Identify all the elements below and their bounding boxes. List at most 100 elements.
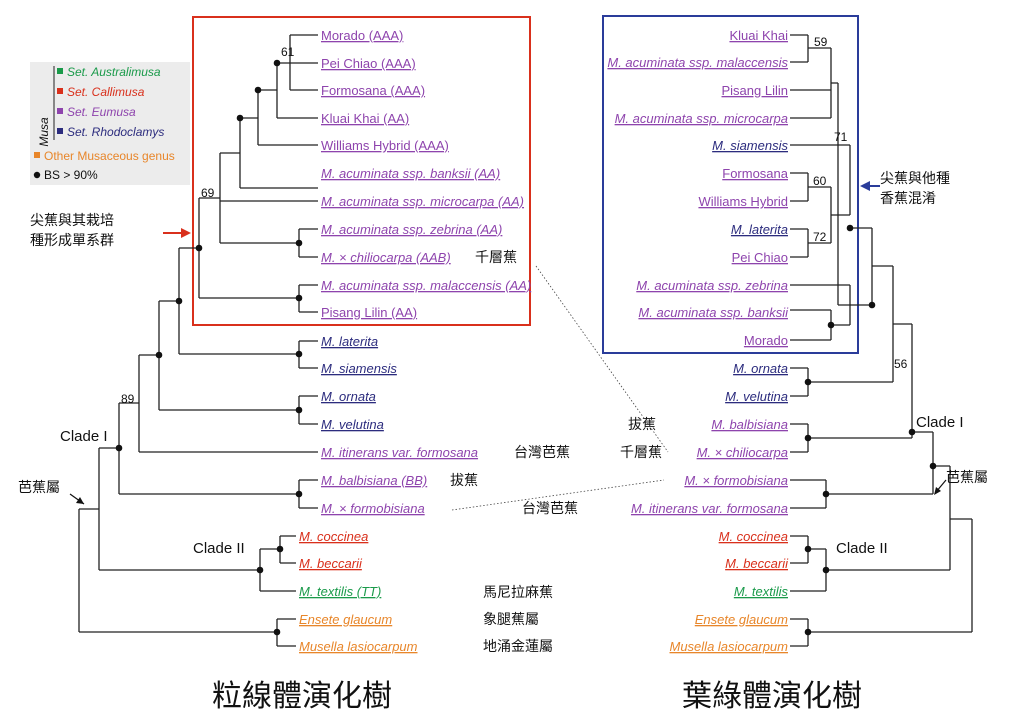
right-tree-title: 葉綠體演化樹 <box>682 679 862 714</box>
right-taxon: Pisang Lilin <box>722 83 789 98</box>
right-bs-59: 59 <box>814 35 828 49</box>
left-taxon: M. acuminata ssp. zebrina (AA) <box>321 222 502 237</box>
left-taxon: M. coccinea <box>299 529 368 544</box>
chloro-highlight-box <box>602 15 859 354</box>
right-genus-arrowhead <box>934 487 941 495</box>
right-taxon: Musella lasiocarpum <box>670 639 789 654</box>
right-taxon: Morado <box>744 333 788 348</box>
right-group-label-line2: 香蕉混淆 <box>880 191 936 207</box>
left-taxon: Musella lasiocarpum <box>299 639 418 654</box>
legend: Musa Set. Australimusa Set. Callimusa Se… <box>30 62 190 185</box>
textilis-cn: 馬尼拉麻蕉 <box>483 585 553 601</box>
left-chiliocarpa-cn: 千層蕉 <box>475 250 517 266</box>
right-tree-bs-nodes <box>804 224 937 636</box>
left-taxon: M. acuminata ssp. banksii (AA) <box>321 166 500 181</box>
left-group-label-line1: 尖蕉與其栽培 <box>30 213 114 229</box>
mito-highlight-box <box>192 16 531 326</box>
left-taxon: M. siamensis <box>321 361 397 376</box>
left-taxon: M. acuminata ssp. malaccensis (AA) <box>321 278 531 293</box>
left-tree-branches <box>78 34 318 647</box>
right-taxon: M. laterita <box>731 222 788 237</box>
right-bs-60: 60 <box>813 174 827 188</box>
legend-rhodoclamys: Set. Rhodoclamys <box>67 125 164 139</box>
left-taxon: M. laterita <box>321 334 378 349</box>
left-genus-label: 芭蕉屬 <box>18 479 60 496</box>
legend-swatch-australimusa <box>57 68 63 74</box>
right-taxon: Williams Hybrid <box>698 194 788 209</box>
legend-genus: Musa <box>37 117 51 147</box>
right-group-arrowhead <box>860 181 870 191</box>
left-taxon: Formosana (AAA) <box>321 83 425 98</box>
right-taxon: M. acuminata ssp. banksii <box>638 305 789 320</box>
right-taxon: M. ornata <box>733 361 788 376</box>
left-taxon: M. balbisiana (BB) <box>321 473 427 488</box>
right-bs-72: 72 <box>813 230 827 244</box>
right-taxon: M. × formobisiana <box>684 473 788 488</box>
right-bs-56: 56 <box>894 357 908 371</box>
legend-eumusa: Set. Eumusa <box>67 105 136 119</box>
right-taxon: Ensete glaucum <box>695 612 788 627</box>
left-taxon: M. acuminata ssp. microcarpa (AA) <box>321 194 524 209</box>
left-clade-1-label: Clade I <box>60 428 108 445</box>
left-bs-69: 69 <box>201 186 215 200</box>
left-taxon: Pei Chiao (AAA) <box>321 56 416 71</box>
left-taxon: Morado (AAA) <box>321 28 403 43</box>
left-group-label-line2: 種形成單系群 <box>30 233 114 249</box>
right-taxon: Pei Chiao <box>732 250 788 265</box>
right-genus-label: 芭蕉屬 <box>946 469 988 486</box>
left-itinerans-cn: 台灣芭蕉 <box>514 444 570 461</box>
right-balbisiana-cn: 拔蕉 <box>628 417 656 433</box>
left-clade-2-label: Clade II <box>193 540 245 557</box>
right-taxon: M. acuminata ssp. microcarpa <box>615 111 788 126</box>
right-taxon: M. itinerans var. formosana <box>631 501 788 516</box>
ensete-cn: 象腿蕉屬 <box>483 612 539 628</box>
left-taxon: Ensete glaucum <box>299 612 392 627</box>
right-taxon: Formosana <box>722 166 789 181</box>
right-taxon: Kluai Khai <box>729 28 788 43</box>
legend-swatch-callimusa <box>57 88 63 94</box>
right-group-label-line1: 尖蕉與他種 <box>880 171 950 187</box>
left-bs-89: 89 <box>121 392 135 406</box>
left-tree-taxa: Morado (AAA) Pei Chiao (AAA) Formosana (… <box>299 28 531 654</box>
left-taxon: M. textilis (TT) <box>299 584 381 599</box>
legend-other: Other Musaceous genus <box>44 149 175 163</box>
right-taxon: M. balbisiana <box>711 417 788 432</box>
formobisiana-connector <box>451 479 665 511</box>
left-tree-title: 粒線體演化樹 <box>212 679 392 714</box>
right-clade-1-label: Clade I <box>916 414 964 431</box>
legend-swatch-eumusa <box>57 108 63 114</box>
left-balbisiana-cn: 拔蕉 <box>450 473 478 489</box>
left-tree-bs-nodes <box>115 59 303 636</box>
legend-background <box>30 62 190 185</box>
legend-bs: BS > 90% <box>44 168 98 182</box>
right-tree-taxa: Kluai Khai M. acuminata ssp. malaccensis… <box>607 28 789 654</box>
legend-callimusa: Set. Callimusa <box>67 85 145 99</box>
left-taxon: M. beccarii <box>299 556 363 571</box>
left-taxon: M. ornata <box>321 389 376 404</box>
right-taxon: M. siamensis <box>712 138 788 153</box>
musella-cn: 地涌金蓮屬 <box>483 639 553 655</box>
left-genus-arrowhead <box>76 497 84 504</box>
legend-australimusa: Set. Australimusa <box>67 65 161 79</box>
right-taxon: M. velutina <box>725 389 788 404</box>
right-bs-71: 71 <box>834 130 848 144</box>
left-bs-61: 61 <box>281 45 295 59</box>
left-taxon: M. itinerans var. formosana <box>321 445 478 460</box>
right-itinerans-cn: 台灣芭蕉 <box>522 500 578 517</box>
legend-bs-dot <box>33 171 41 179</box>
chiliocarpa-connector <box>535 265 669 453</box>
right-taxon: M. acuminata ssp. malaccensis <box>607 55 788 70</box>
left-taxon: M. × formobisiana <box>321 501 425 516</box>
legend-swatch-rhodoclamys <box>57 128 63 134</box>
legend-swatch-other <box>34 152 40 158</box>
left-taxon: Williams Hybrid (AAA) <box>321 138 449 153</box>
left-taxon: M. × chiliocarpa (AAB) <box>321 250 451 265</box>
right-clade-2-label: Clade II <box>836 540 888 557</box>
right-taxon: M. acuminata ssp. zebrina <box>636 278 788 293</box>
right-chiliocarpa-cn: 千層蕉 <box>620 445 662 461</box>
left-taxon: Kluai Khai (AA) <box>321 111 409 126</box>
right-taxon: M. × chiliocarpa <box>697 445 788 460</box>
right-taxon: M. beccarii <box>725 556 789 571</box>
right-taxon: M. coccinea <box>719 529 788 544</box>
